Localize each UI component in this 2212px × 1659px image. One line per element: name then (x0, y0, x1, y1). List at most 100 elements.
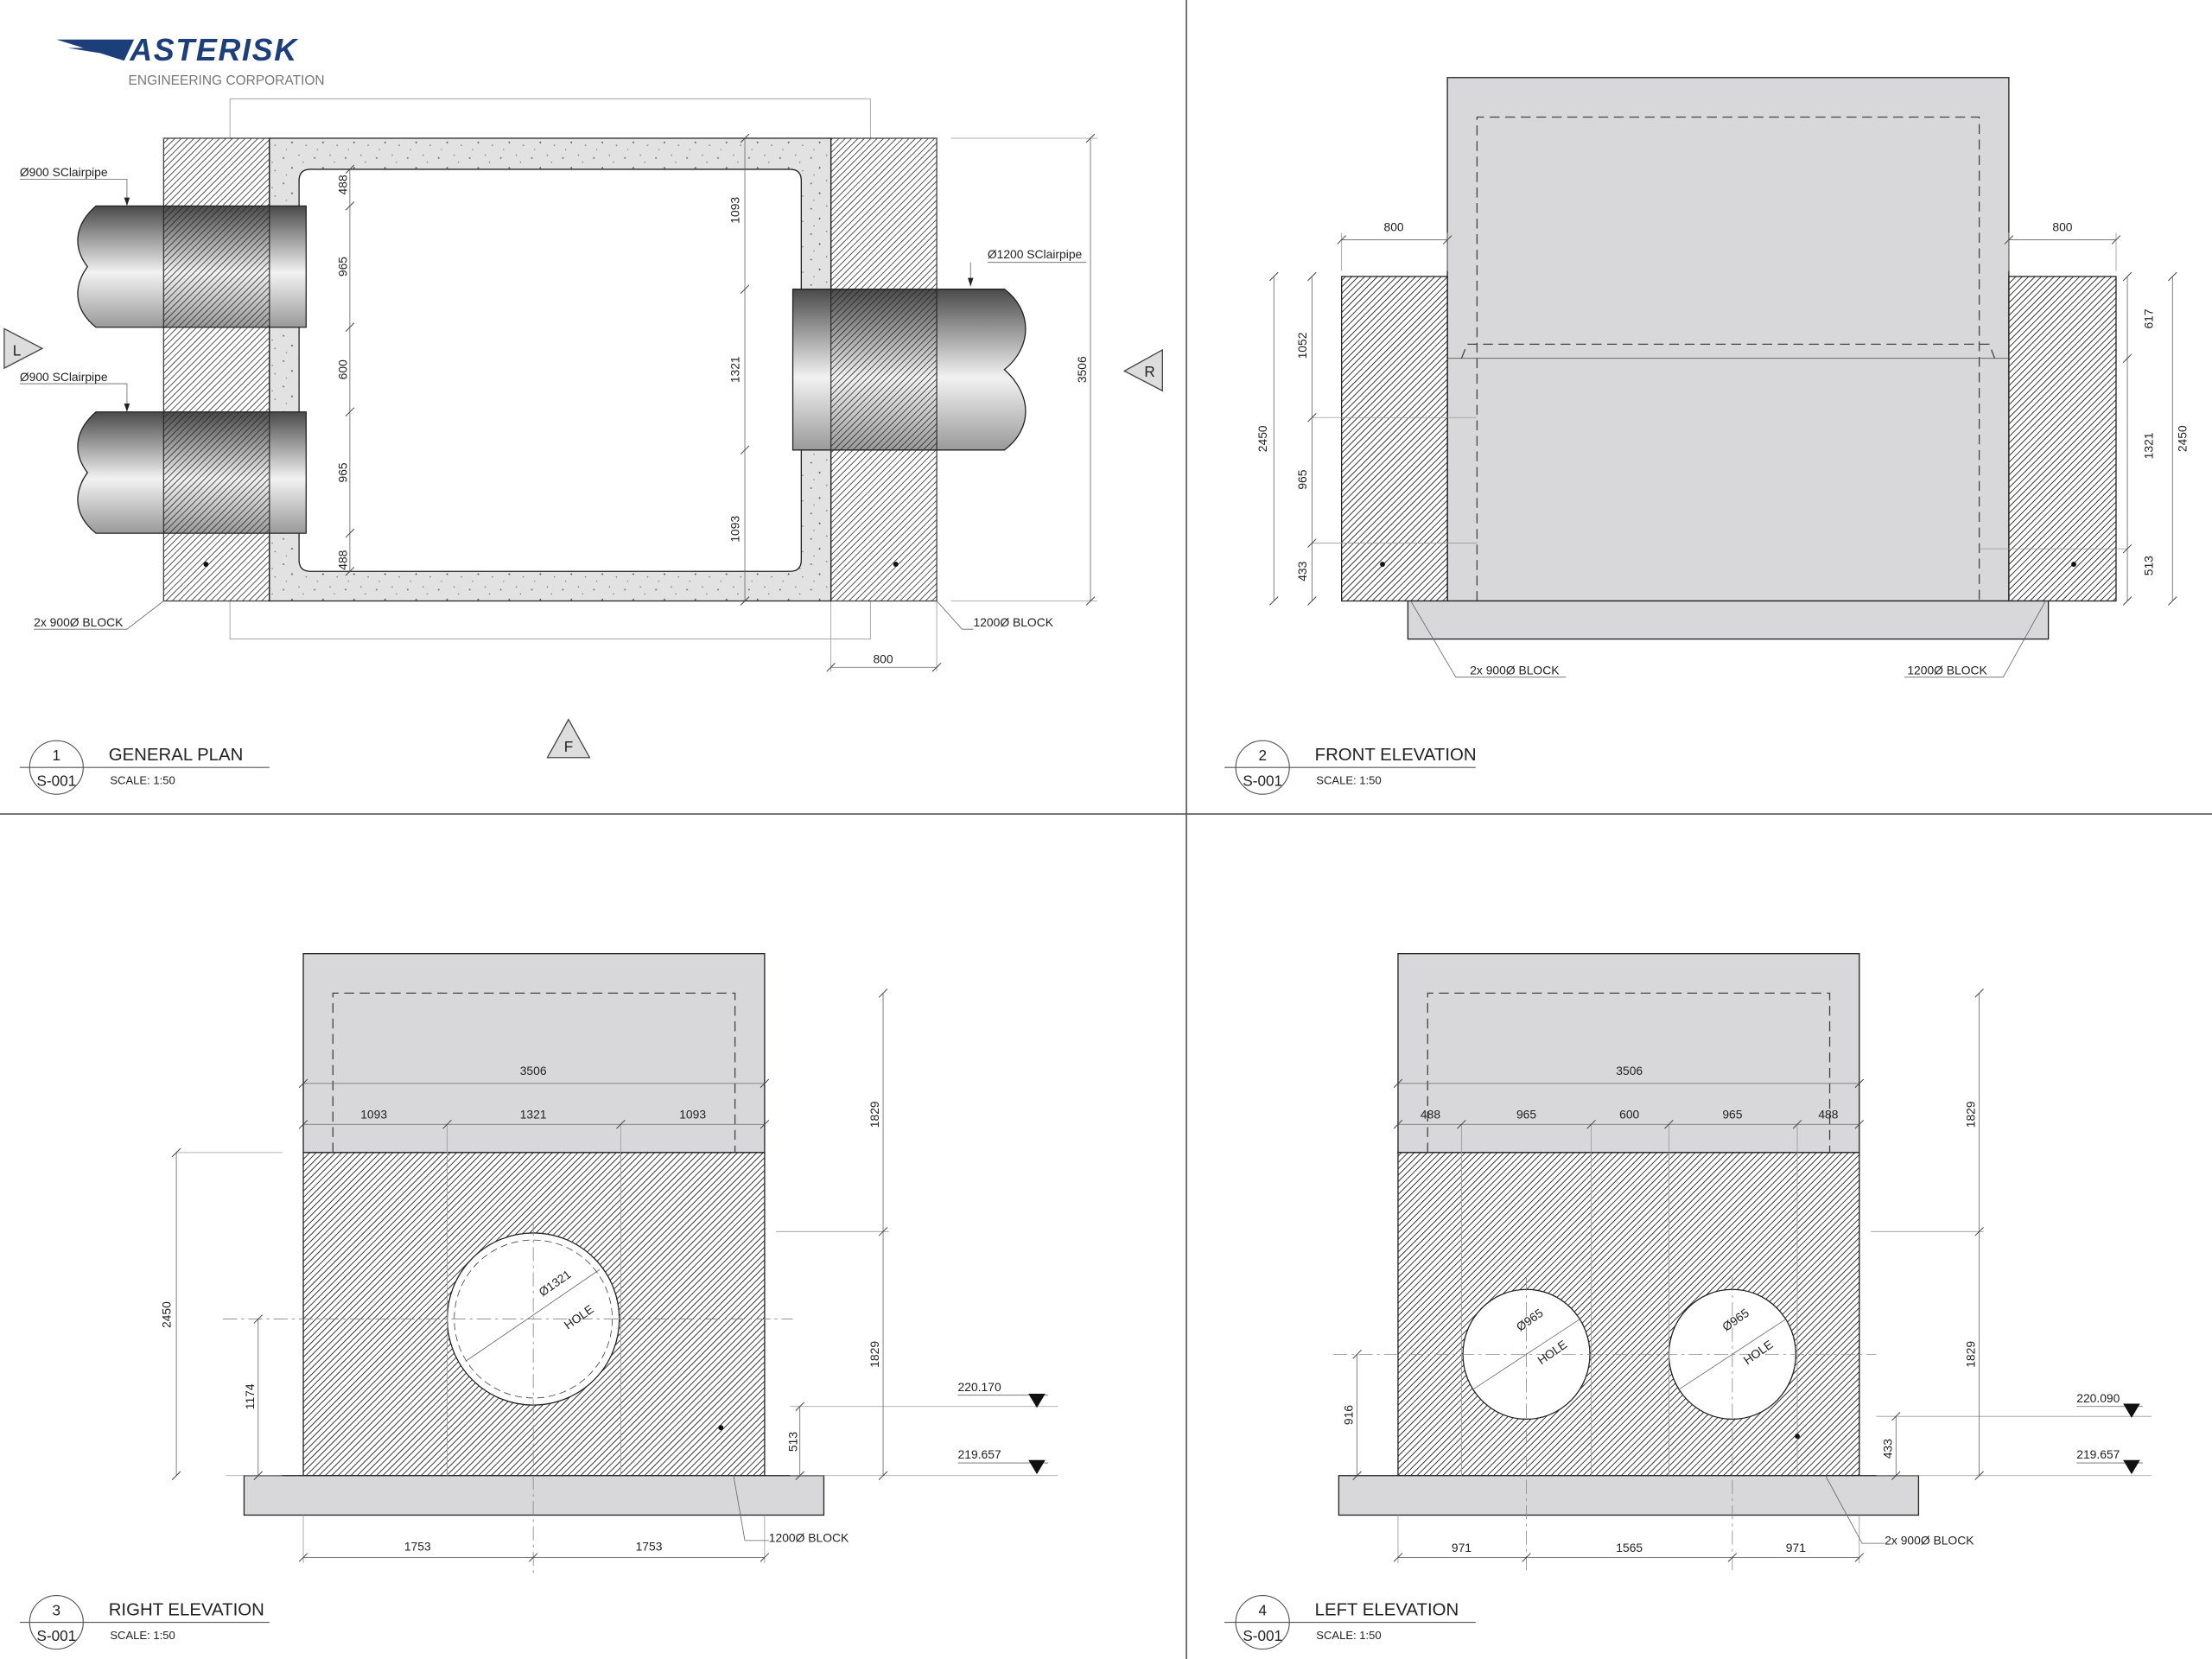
chamber-wall (269, 137, 832, 602)
section-marker-front[interactable] (546, 718, 591, 759)
dimension-label: 1052 (1295, 332, 1309, 359)
logo-swoosh-icon (56, 39, 135, 61)
dimension-tick (760, 1119, 770, 1129)
elevation-triangle-icon (2123, 1459, 2140, 1475)
dimension-tick (760, 1553, 770, 1562)
callout-label: 1200Ø BLOCK (1907, 663, 1987, 677)
dimension-tick (740, 284, 750, 294)
dimension-tick (1442, 235, 1452, 245)
dimension-label: 1093 (360, 1108, 387, 1122)
callout-label: 1200Ø BLOCK (974, 615, 1054, 629)
dimension-tick (1337, 235, 1346, 245)
dimension-tick (298, 1078, 308, 1089)
dimension-label: 916 (1342, 1405, 1356, 1425)
dimension-tick (2122, 353, 2133, 363)
view-title: RIGHT ELEVATION (109, 1600, 264, 1619)
dimension-label: 488 (336, 550, 350, 569)
right-block (2008, 276, 2117, 602)
dimension-tick (1307, 538, 1317, 548)
elevation-label: 219.657 (958, 1447, 1001, 1461)
dimension-tick (1085, 133, 1096, 143)
dimension-tick (1974, 988, 1984, 998)
dimension-tick (616, 1119, 626, 1129)
elevation-label: 220.090 (2076, 1391, 2120, 1405)
view-number: 3 (53, 1601, 61, 1618)
dimension-label: 971 (1452, 1541, 1471, 1554)
dimension-label: 965 (1722, 1108, 1742, 1122)
dimension-tick (2122, 543, 2133, 554)
elevation-triangle-icon (2123, 1403, 2140, 1418)
view-scale: SCALE: 1:50 (110, 774, 175, 787)
dimension-label: 800 (2052, 220, 2072, 234)
dimension-tick (1269, 271, 1279, 282)
dimension-tick (253, 1314, 264, 1324)
chamber-riser (1397, 953, 1860, 1154)
dimension-label: 965 (336, 462, 350, 482)
dimension-tick (1352, 1471, 1362, 1480)
dimension-label: 1753 (636, 1539, 663, 1553)
dimension-tick (1664, 1119, 1674, 1129)
dimension-tick (878, 1227, 888, 1236)
left-block-hatch (162, 137, 270, 602)
dimension-label: 1753 (404, 1539, 431, 1553)
dimension-label: 1321 (520, 1108, 547, 1122)
dimension-tick (345, 407, 355, 416)
callout-label: 2x 900Ø BLOCK (34, 615, 124, 629)
dimension-tick (442, 1119, 452, 1129)
dimension-label: 617 (2141, 308, 2155, 328)
callout-label: Ø900 SClairpipe (20, 165, 108, 179)
dimension-label: 433 (1295, 561, 1309, 581)
dimension-label: 1829 (1964, 1341, 1978, 1368)
dimension-tick (345, 566, 355, 576)
dimension-tick (2111, 235, 2121, 245)
dimension-label: 3506 (1075, 356, 1089, 383)
dimension-tick (1974, 1227, 1984, 1236)
panel-left-elevation (1332, 953, 2152, 1573)
logo-subtitle: ENGINEERING CORPORATION (129, 73, 325, 88)
dimension-label: 1093 (679, 1108, 706, 1122)
dimension-label: 3506 (1616, 1064, 1643, 1077)
dimension-tick (1457, 1119, 1466, 1129)
dimension-tick (298, 1119, 308, 1129)
dimension-tick (931, 663, 942, 672)
section-marker-left[interactable] (3, 327, 44, 370)
sheet-number: S-001 (1243, 772, 1282, 789)
sheet-number: S-001 (36, 1627, 76, 1644)
elevation-label: 220.170 (958, 1380, 1001, 1394)
view-number: 2 (1258, 747, 1267, 764)
dimension-tick (1352, 1350, 1362, 1359)
callout-label: 1200Ø BLOCK (769, 1530, 849, 1544)
dimension-tick (345, 322, 355, 333)
dimension-tick (1307, 596, 1317, 606)
dimension-tick (1307, 413, 1317, 423)
view-scale: SCALE: 1:50 (110, 1629, 175, 1642)
sheet-number: S-001 (36, 772, 76, 789)
dimension-tick (740, 133, 750, 143)
dimension-tick (740, 445, 750, 455)
dimension-label: 965 (336, 257, 350, 276)
callout-label: Ø1200 SClairpipe (988, 247, 1083, 261)
base-slab (1338, 1475, 1920, 1516)
section-marker-right[interactable] (1122, 348, 1163, 392)
callout-label: 2x 900Ø BLOCK (1470, 663, 1560, 677)
dimension-tick (298, 1553, 308, 1562)
dimension-tick (345, 164, 355, 175)
dimension-label: 1174 (243, 1383, 257, 1409)
dimension-label: 488 (1421, 1108, 1440, 1122)
dimension-tick (345, 201, 355, 211)
dimension-tick (171, 1147, 181, 1158)
dimension-tick (2168, 271, 2177, 282)
section-marker-letter: R (1144, 363, 1154, 380)
panel-general-plan (3, 98, 1163, 759)
section-marker-letter: F (564, 738, 573, 755)
dimension-tick (1891, 1471, 1901, 1480)
dimension-tick (1854, 1078, 1865, 1089)
dimension-tick (345, 528, 355, 538)
dimension-label: 3506 (520, 1064, 547, 1077)
panel-right-elevation (176, 953, 1058, 1573)
dimension-tick (1522, 1553, 1531, 1562)
dimension-tick (2168, 596, 2177, 606)
dimension-tick (2004, 235, 2014, 245)
dimension-tick (1393, 1119, 1403, 1129)
